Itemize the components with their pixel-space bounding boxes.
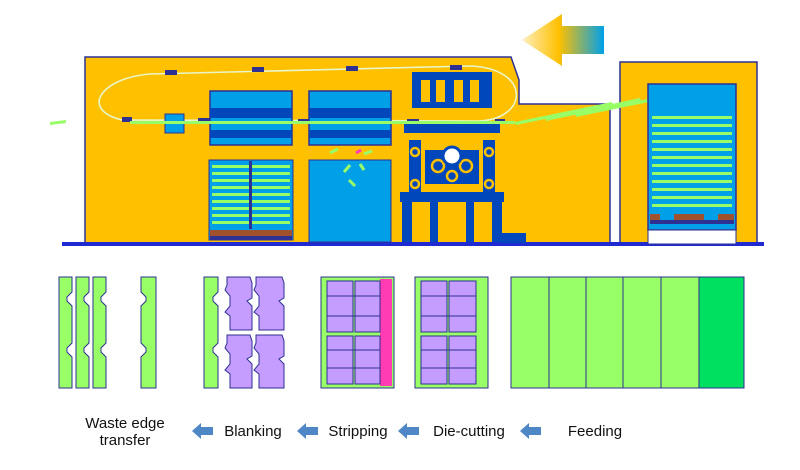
label-die-cutting: Die-cutting [433,423,505,440]
die-cutting-machine [50,56,764,246]
sheet-in-transfer [130,121,515,124]
gripper-chain [98,65,518,122]
process-direction-arrow [522,14,604,66]
sheet-exit-scrap [50,120,66,125]
label-stripping: Stripping [328,423,388,440]
arrow-feeding-to-diecutting [520,423,541,439]
process-flow-arrows [192,423,541,439]
die-cutting-press [400,72,526,243]
stage-feeding-sheets [510,276,745,389]
blanking-upper-unit [209,90,293,146]
label-feeding: Feeding [567,423,623,440]
feeder-pile [647,83,737,245]
stage-blanking [203,276,285,389]
label-waste-edge-transfer: Waste edge transfer [85,415,165,449]
arrow-blanking-to-waste [192,423,213,439]
stripping-upper-unit [308,90,392,146]
stage-die-cutting [414,276,489,389]
waste-bin [308,147,392,243]
blanking-waste-edge [203,276,219,389]
blanked-cartons [224,276,285,389]
label-blanking: Blanking [224,423,282,440]
stripped-waste [380,279,392,386]
arrow-diecutting-to-stripping [398,423,419,439]
stage-stripping [320,276,395,389]
arrow-stripping-to-blanking [297,423,318,439]
delivery-pile [208,159,294,241]
stage-waste-edge-sheets [58,276,157,389]
machine-base-rail [62,242,764,246]
